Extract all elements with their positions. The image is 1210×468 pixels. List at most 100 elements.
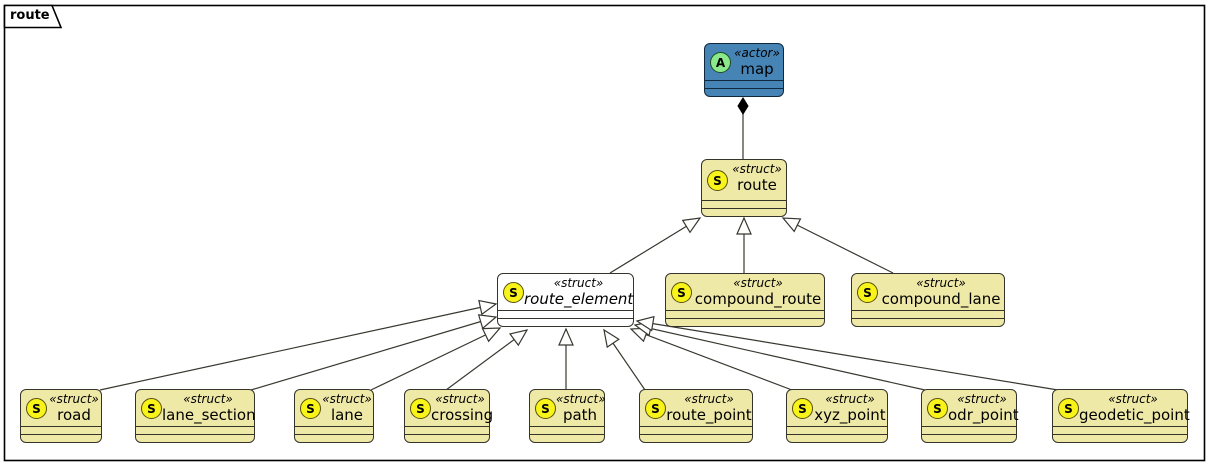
stereotype-label: «struct» <box>435 392 485 406</box>
class-header: S «struct» crossing <box>405 390 494 426</box>
methods-compartment <box>666 318 824 326</box>
frame-tab <box>3 4 63 29</box>
stereotype-label: «struct» <box>49 392 99 406</box>
class-header: S «struct» lane_section <box>136 390 256 426</box>
stereotype-label: «struct» <box>684 392 734 406</box>
class-compound-lane[interactable]: S «struct» compound_lane <box>851 273 1005 327</box>
class-crossing[interactable]: S «struct» crossing <box>404 389 494 443</box>
class-map[interactable]: A «actor» map <box>704 43 784 97</box>
class-name: route_element <box>524 290 634 308</box>
struct-spot-icon: S <box>535 398 556 419</box>
struct-spot-icon: S <box>792 398 813 419</box>
class-header: S «struct» compound_route <box>666 274 824 310</box>
methods-compartment <box>787 434 887 442</box>
struct-spot-icon: S <box>141 398 162 419</box>
class-odr-point[interactable]: S «struct» odr_point <box>921 389 1019 443</box>
relation-gen-lane <box>370 327 502 391</box>
fields-compartment <box>405 426 489 434</box>
methods-compartment <box>498 318 633 326</box>
class-name: lane_section <box>162 406 256 424</box>
relation-gen-road <box>99 299 498 391</box>
fields-compartment <box>295 426 373 434</box>
class-name: geodetic_point <box>1079 406 1190 424</box>
fields-compartment <box>640 426 752 434</box>
class-name: compound_lane <box>881 290 1001 308</box>
class-header: S «struct» route <box>702 160 786 200</box>
class-name: road <box>57 406 91 424</box>
class-lane-section[interactable]: S «struct» lane_section <box>135 389 256 443</box>
fields-compartment <box>21 426 101 434</box>
struct-spot-icon: S <box>1058 398 1079 419</box>
stereotype-label: «struct» <box>322 392 372 406</box>
class-header: S «struct» xyz_point <box>787 390 887 426</box>
class-route[interactable]: S «struct» route <box>701 159 787 217</box>
class-name: route_point <box>666 406 752 424</box>
stereotype-label: «struct» <box>1108 392 1158 406</box>
fields-compartment <box>922 426 1016 434</box>
class-header: S «struct» lane <box>295 390 373 426</box>
fields-compartment <box>702 200 786 208</box>
class-header: A «actor» map <box>705 44 783 80</box>
class-road[interactable]: S «struct» road <box>20 389 102 443</box>
class-compound-route[interactable]: S «struct» compound_route <box>665 273 825 327</box>
struct-spot-icon: S <box>707 170 728 191</box>
methods-compartment <box>852 318 1004 326</box>
relation-gen-crossing <box>445 329 529 391</box>
class-header: S «struct» odr_point <box>922 390 1019 426</box>
class-header: S «struct» road <box>21 390 101 426</box>
fields-compartment <box>530 426 604 434</box>
fields-compartment <box>666 310 824 318</box>
class-header: S «struct» route_point <box>640 390 752 426</box>
methods-compartment <box>295 434 373 442</box>
class-header: S «struct» geodetic_point <box>1053 390 1190 426</box>
stereotype-label: «struct» <box>183 392 233 406</box>
stereotype-label: «struct» <box>957 392 1007 406</box>
relation-gen-geodetic_point <box>635 315 1059 391</box>
struct-spot-icon: S <box>410 398 431 419</box>
relation-gen-route_point <box>603 328 646 391</box>
struct-spot-icon: S <box>300 398 321 419</box>
relation-gen-route_element-route <box>609 217 702 274</box>
class-route-element[interactable]: S «struct» route_element <box>497 273 634 327</box>
class-name: route <box>737 176 777 194</box>
methods-compartment <box>530 434 604 442</box>
methods-compartment <box>922 434 1016 442</box>
relation-gen-lane_section <box>250 314 498 391</box>
class-name: path <box>562 406 598 424</box>
fields-compartment <box>498 310 633 318</box>
class-lane[interactable]: S «struct» lane <box>294 389 374 443</box>
methods-compartment <box>21 434 101 442</box>
stereotype-label: «struct» <box>556 392 606 406</box>
stereotype-label: «struct» <box>553 276 604 290</box>
stereotype-label: «struct» <box>732 162 782 176</box>
fields-compartment <box>1053 426 1187 434</box>
methods-compartment <box>705 88 783 96</box>
relation-gen-compound_lane-route <box>781 217 894 274</box>
struct-spot-icon: S <box>26 398 47 419</box>
struct-spot-icon: S <box>645 398 666 419</box>
struct-spot-icon: S <box>927 398 948 419</box>
class-geodetic-point[interactable]: S «struct» geodetic_point <box>1052 389 1190 443</box>
fields-compartment <box>136 426 254 434</box>
methods-compartment <box>640 434 752 442</box>
class-route-point[interactable]: S «struct» route_point <box>639 389 753 443</box>
actor-spot-icon: A <box>710 52 731 73</box>
stereotype-label: «struct» <box>733 276 783 290</box>
class-xyz-point[interactable]: S «struct» xyz_point <box>786 389 888 443</box>
struct-spot-icon: S <box>857 282 878 303</box>
class-name: odr_point <box>948 406 1019 424</box>
methods-compartment <box>1053 434 1187 442</box>
class-header: S «struct» route_element <box>498 274 633 310</box>
class-name: crossing <box>431 406 494 424</box>
class-path[interactable]: S «struct» path <box>529 389 606 443</box>
frame-border <box>3 4 1206 462</box>
frame-title: route <box>10 8 50 23</box>
fields-compartment <box>705 80 783 88</box>
methods-compartment <box>136 434 254 442</box>
class-name: xyz_point <box>814 406 886 424</box>
stereotype-label: «struct» <box>825 392 875 406</box>
struct-spot-icon: S <box>671 282 692 303</box>
class-header: S «struct» path <box>530 390 606 426</box>
